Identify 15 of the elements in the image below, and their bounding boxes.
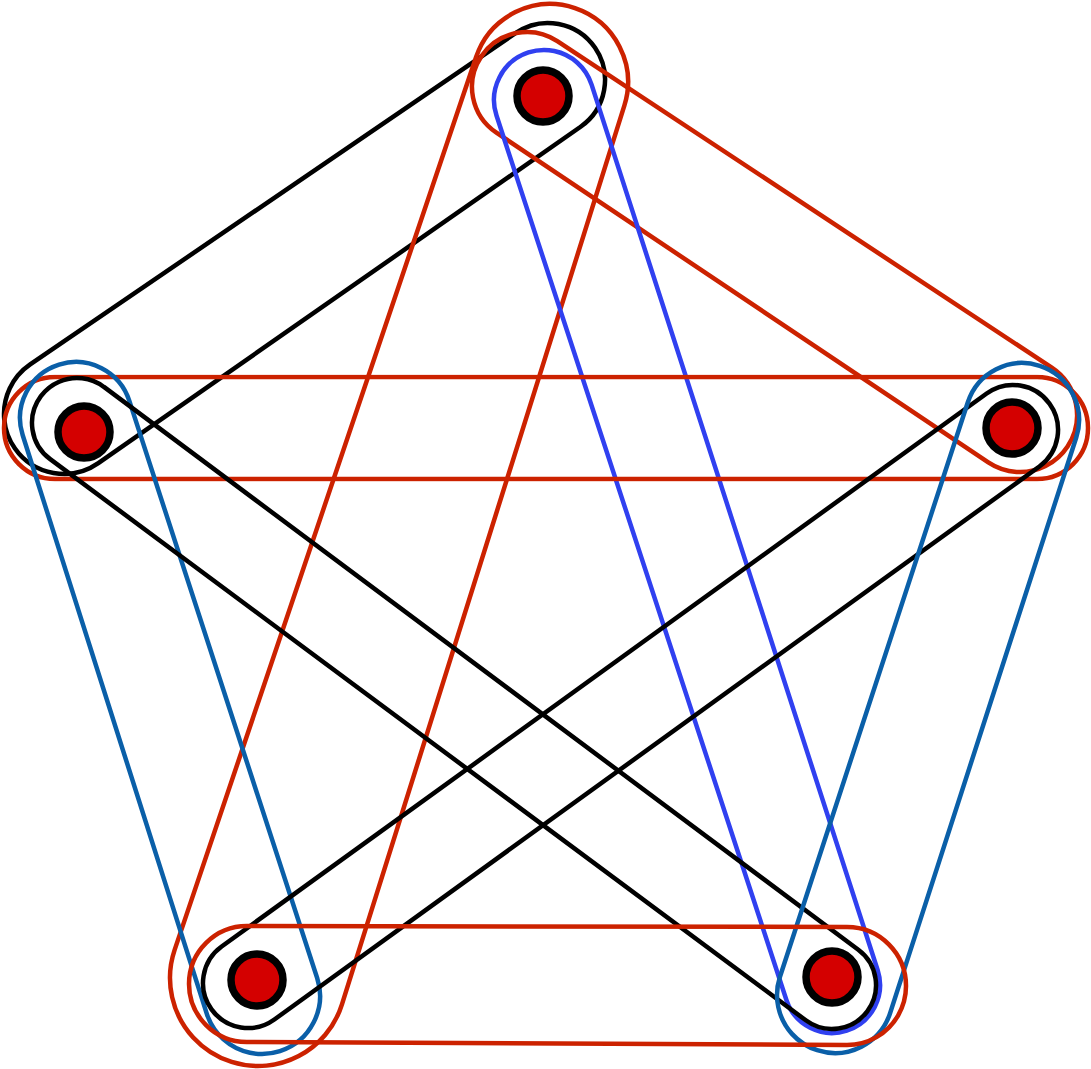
edge-loop <box>200 382 1061 1031</box>
edge-loop <box>774 360 1082 1056</box>
edge-loop <box>1 20 608 477</box>
edge-loop <box>491 47 883 1036</box>
vertex-dot <box>227 950 287 1010</box>
vertex-dot <box>982 398 1042 458</box>
vertex-dot <box>54 402 114 462</box>
edge-loop <box>17 359 323 1057</box>
edge-loop <box>29 375 879 1032</box>
vertex-dot <box>513 66 573 126</box>
vertex-dot <box>802 947 862 1007</box>
edge-loop <box>167 1 631 1069</box>
edge-loop <box>186 923 909 1048</box>
edge-loop <box>469 29 1080 475</box>
edge-loop <box>1 374 1091 482</box>
